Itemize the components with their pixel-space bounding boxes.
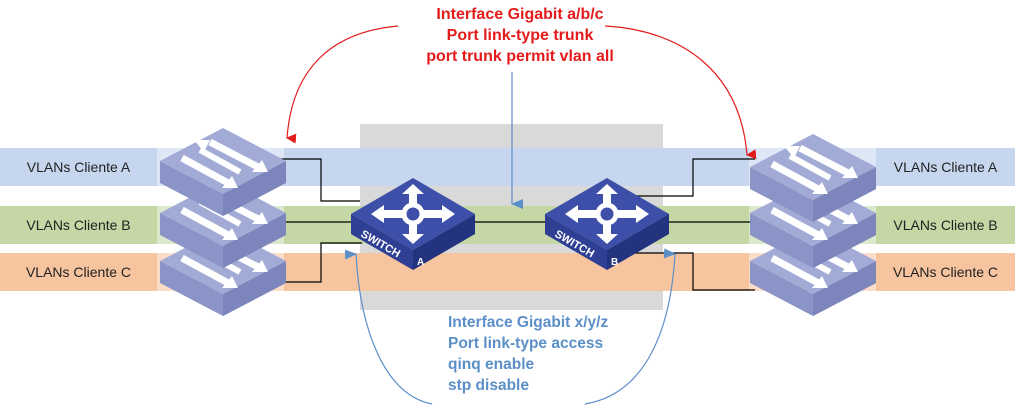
vlan-label-right-a: VLANs Cliente A bbox=[893, 159, 998, 175]
blue-arrow-right bbox=[584, 248, 676, 405]
vlan-label-left-a: VLANs Cliente A bbox=[26, 159, 131, 175]
access-config-line-1: Interface Gigabit x/y/z bbox=[448, 314, 609, 331]
vlan-label-right-c: VLANs Cliente C bbox=[892, 264, 999, 280]
trunk-config-text: Interface Gigabit a/b/c Port link-type t… bbox=[380, 4, 660, 67]
trunk-config-line-3: port trunk permit vlan all bbox=[426, 48, 614, 65]
red-arrow-right bbox=[604, 25, 757, 160]
vlan-label-left-c: VLANs Cliente C bbox=[25, 264, 132, 280]
link-right-a bbox=[635, 158, 755, 197]
switch-a-id: A bbox=[417, 257, 424, 268]
access-config-line-2: Port link-type access bbox=[448, 335, 604, 352]
trunk-config-line-2: Port link-type trunk bbox=[446, 27, 594, 44]
link-left-c bbox=[263, 242, 362, 283]
vlan-label-right-b: VLANs Cliente B bbox=[893, 217, 998, 233]
access-config-text: Interface Gigabit x/y/z Port link-type a… bbox=[448, 312, 648, 396]
switch-b-icon bbox=[545, 178, 669, 270]
red-arrow-left bbox=[286, 25, 399, 144]
access-config-line-3: qinq enable bbox=[448, 356, 535, 373]
vlan-label-left-b: VLANs Cliente B bbox=[26, 217, 131, 233]
blue-arrow-left bbox=[344, 249, 433, 405]
switch-a-icon bbox=[351, 178, 475, 270]
link-left-a bbox=[263, 158, 360, 202]
access-config-line-4: stp disable bbox=[448, 377, 529, 394]
trunk-config-line-1: Interface Gigabit a/b/c bbox=[436, 6, 604, 23]
switch-b-id: B bbox=[611, 257, 618, 268]
